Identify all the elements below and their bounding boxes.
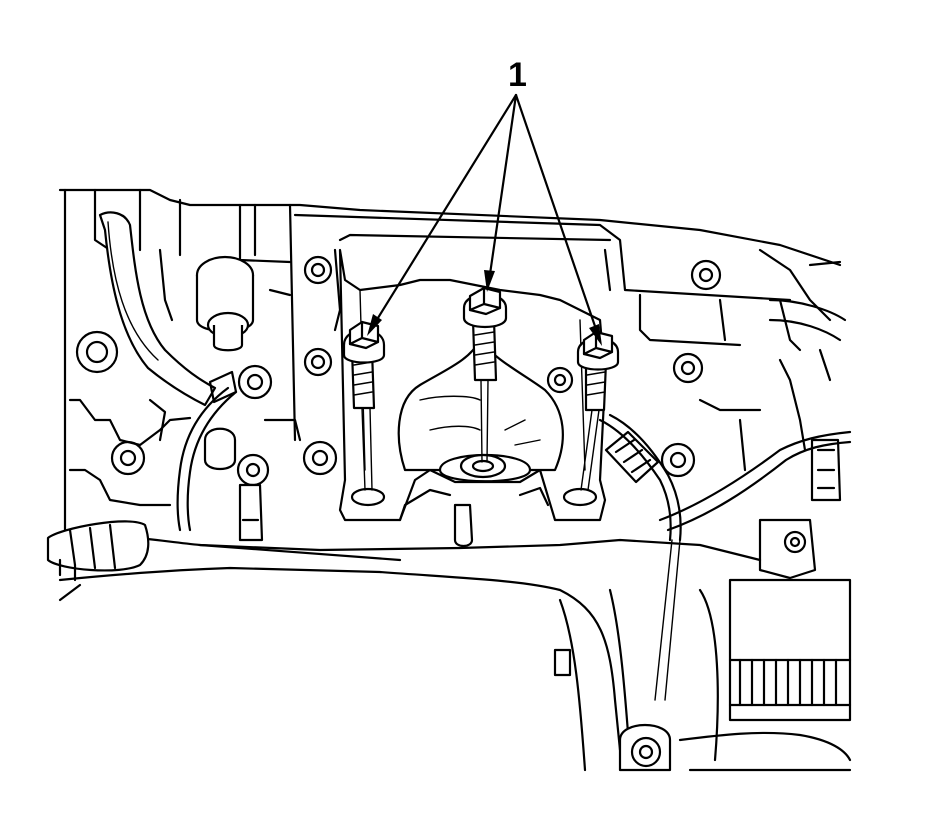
arrowhead-center (484, 270, 495, 292)
arrowhead-right (589, 324, 602, 346)
engine-block-outline (58, 188, 842, 562)
bolt-right (576, 330, 620, 412)
callout-leaders (367, 93, 602, 346)
sensor-cylinder (195, 255, 255, 352)
left-block-details (68, 248, 302, 507)
insertion-lines (361, 379, 600, 491)
right-pipes (698, 298, 847, 472)
connector (604, 430, 842, 502)
bolt-center (462, 286, 508, 382)
left-bolts (75, 255, 338, 487)
crossmember (58, 534, 852, 772)
damper-pulley (728, 518, 852, 722)
left-hose-clamp (46, 520, 150, 602)
callout-label: 1 (508, 56, 527, 94)
arrowhead-left (367, 314, 382, 336)
right-bolts (546, 259, 722, 478)
bolt-left (342, 320, 386, 410)
right-wire (598, 413, 852, 701)
left-wire (176, 386, 264, 542)
left-hose (98, 211, 238, 407)
